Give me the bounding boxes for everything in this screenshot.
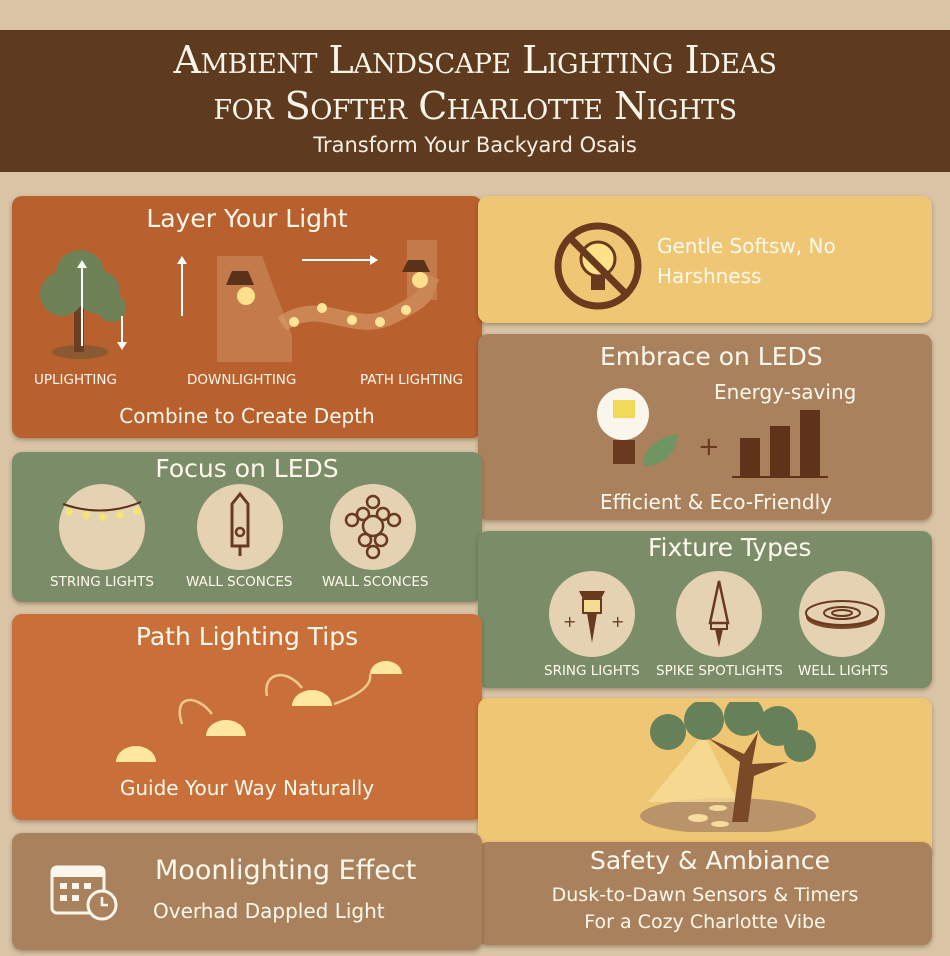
- page-title-line2: for Softer Charlotte Nights: [213, 84, 737, 128]
- svg-text:+: +: [611, 612, 624, 631]
- focus-item-1: STRING LIGHTS: [50, 574, 154, 590]
- layering-illustration: [40, 240, 440, 362]
- downlighting-label: DOWNLIGHTING: [187, 372, 297, 388]
- calendar-clock-icon: [50, 865, 118, 921]
- path-footer: Guide Your Way Naturally: [119, 776, 375, 800]
- well-light-icon: [799, 571, 885, 657]
- page-subtitle: Transform Your Backyard Osais: [313, 133, 637, 157]
- safety-line1: Dusk-to-Dawn Sensors & Timers: [551, 884, 859, 906]
- led-bulb-leaf-icon: [597, 388, 678, 466]
- spike-spotlight-icon: [676, 571, 762, 657]
- svg-text:+: +: [563, 612, 576, 631]
- path-panel: Path Lighting Tips Guide Your Way Natura…: [12, 614, 482, 820]
- safety-title: Safety & Ambiance: [590, 846, 830, 875]
- gentle-panel: Gentle Softsw, No Harshness: [478, 196, 932, 323]
- gentle-line1: Gentle Softsw, No: [657, 234, 836, 258]
- embrace-note: Energy-saving: [714, 380, 857, 404]
- moon-subtitle: Overhad Dappled Light: [153, 899, 385, 923]
- focus-item-2: WALL SCONCES: [186, 574, 293, 590]
- safety-line2: For a Cozy Charlotte Vibe: [584, 911, 826, 933]
- string-lights-icon: [59, 484, 145, 570]
- tree-downlight-illustration: [640, 702, 816, 832]
- embrace-panel: Embrace on LEDS Energy-saving + Efficien…: [478, 334, 932, 520]
- focus-panel: Focus on LEDS STRING LIGHTS WALL SCONCES…: [12, 452, 482, 602]
- page-title-line1: Ambient Landscape Lighting Ideas: [173, 38, 777, 82]
- layer-footer: Combine to Create Depth: [119, 404, 375, 428]
- layer-panel: Layer Your Light UPLIGHTING DOWNLIGHTING…: [12, 196, 482, 438]
- tree-trunk: [74, 306, 84, 352]
- path-lighting-label: PATH LIGHTING: [360, 372, 464, 388]
- focus-item-3: WALL SCONCES: [322, 574, 429, 590]
- wall-sconce-icon: [197, 484, 283, 570]
- gentle-line2: Harshness: [657, 264, 762, 288]
- fixture-item-1: SRING LIGHTS: [544, 663, 640, 679]
- uplighting-label: UPLIGHTING: [34, 372, 117, 388]
- embrace-footer: Efficient & Eco-Friendly: [600, 490, 833, 514]
- moon-panel: Moonlighting Effect Overhad Dappled Ligh…: [12, 833, 482, 950]
- fixture-panel: Fixture Types ++ SRING LIGHTS SPIKE SPOT…: [478, 531, 932, 688]
- plus-sign: +: [698, 432, 720, 462]
- energy-bar-chart-icon: [732, 410, 828, 478]
- chandelier-sconce-icon: [330, 484, 416, 570]
- focus-title: Focus on LEDS: [155, 454, 339, 483]
- post-light-icon: ++: [549, 571, 635, 657]
- path-lights-illustration: [116, 661, 402, 762]
- path-title: Path Lighting Tips: [135, 622, 359, 651]
- fixture-item-2: SPIKE SPOTLIGHTS: [656, 663, 783, 679]
- embrace-title: Embrace on LEDS: [600, 342, 823, 371]
- fixture-item-3: WELL LIGHTS: [798, 663, 889, 679]
- fixture-title: Fixture Types: [648, 533, 812, 562]
- no-harsh-bulb-icon: [554, 222, 642, 310]
- safety-panel: Safety & Ambiance Dusk-to-Dawn Sensors &…: [478, 842, 932, 945]
- moon-title: Moonlighting Effect: [155, 855, 417, 886]
- tree-panel: [478, 698, 932, 858]
- header-banner: [0, 30, 950, 172]
- layer-title: Layer Your Light: [146, 204, 348, 233]
